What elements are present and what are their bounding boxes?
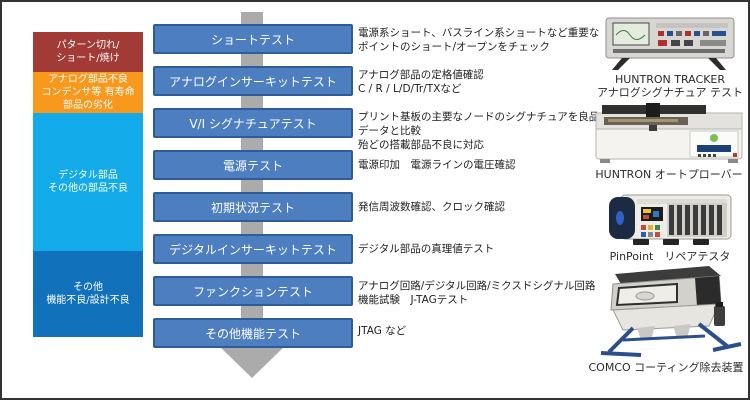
step-description-function-test: アナログ回路/デジタル回路/ミクスドシグナル回路 機能試験 J-TAGテスト	[358, 280, 596, 306]
step-description-digital-in-circuit-test: デジタル部品の真理値テスト	[358, 243, 495, 255]
category-other-defect: その他 機能不良/設計不良	[33, 251, 143, 337]
comco-image	[600, 266, 742, 357]
step-box-analog-in-circuit-test: アナログインサーキットテスト	[153, 66, 353, 96]
step-label: 電源テスト	[222, 158, 283, 173]
flow-arrow-stem	[241, 12, 263, 348]
step-box-other-function-test: その他機能テスト	[153, 318, 353, 348]
step-box-function-test: ファンクションテスト	[153, 276, 353, 306]
product-pinpoint-repair-tester: PinPoint リペアテスタ	[598, 191, 742, 263]
category-pattern-break: パターン切れ/ ショート/焼け	[33, 32, 143, 72]
step-description-power-test: 電源印加 電源ラインの電圧確認	[358, 159, 516, 171]
pinpoint-image	[609, 194, 732, 245]
step-description-short-test: 電源系ショート、バスライン系ショートなど重要な ポイントのショート/オープンをチ…	[358, 27, 600, 53]
product-caption-huntron-tracker: HUNTRON TRACKER アナログシグナチュア テスト	[596, 73, 744, 99]
flow-arrow-head-icon	[219, 346, 285, 378]
step-description-other-function-test: JTAG など	[358, 325, 407, 337]
step-label: 初期状況テスト	[210, 200, 295, 215]
step-box-short-test: ショートテスト	[153, 24, 353, 54]
product-huntron-autoprober: HUNTRON オートプローバー	[590, 101, 748, 181]
step-label: その他機能テスト	[204, 326, 301, 341]
step-label: V/I シグナチュアテスト	[189, 116, 317, 131]
huntron-tracker-image	[605, 17, 735, 70]
category-label: パターン切れ/ ショート/焼け	[56, 40, 120, 64]
step-box-vi-signature-test: V/I シグナチュアテスト	[153, 108, 353, 138]
product-caption-huntron-autoprober: HUNTRON オートプローバー	[595, 168, 743, 181]
category-label: デジタル部品 その他の部品不良	[48, 170, 128, 194]
step-label: アナログインサーキットテスト	[169, 74, 337, 89]
step-box-digital-in-circuit-test: デジタルインサーキットテスト	[153, 234, 353, 264]
step-box-initial-state-test: 初期状況テスト	[153, 192, 353, 222]
step-label: ファンクションテスト	[192, 284, 313, 299]
product-comco-coating-remover: COMCO コーティング除去装置	[584, 260, 748, 374]
category-label: その他 機能不良/設計不良	[46, 282, 130, 306]
category-digital-defect: デジタル部品 その他の部品不良	[33, 113, 143, 251]
step-description-vi-signature-test: プリント基板の主要なノードのシグナチュアを良品 データと比較 殆どの搭載部品不良…	[358, 111, 600, 151]
category-analog-defect: アナログ部品不良 コンデンサ等 有寿命 部品の劣化	[33, 72, 143, 113]
product-huntron-tracker: HUNTRON TRACKER アナログシグナチュア テスト	[594, 16, 746, 99]
step-description-initial-state-test: 発信周波数確認、クロック確認	[358, 201, 505, 213]
product-caption-comco: COMCO コーティング除去装置	[588, 361, 744, 374]
step-label: ショートテスト	[210, 32, 295, 47]
step-box-power-test: 電源テスト	[153, 150, 353, 180]
step-label: デジタルインサーキットテスト	[169, 242, 337, 257]
category-label: アナログ部品不良 コンデンサ等 有寿命 部品の劣化	[41, 74, 135, 111]
huntron-autoprober-image	[595, 103, 743, 163]
step-description-analog-in-circuit-test: アナログ部品の定格値確認 C / R / L/D/Tr/TXなど	[358, 69, 484, 95]
product-caption-pinpoint: PinPoint リペアテスタ	[609, 250, 731, 263]
